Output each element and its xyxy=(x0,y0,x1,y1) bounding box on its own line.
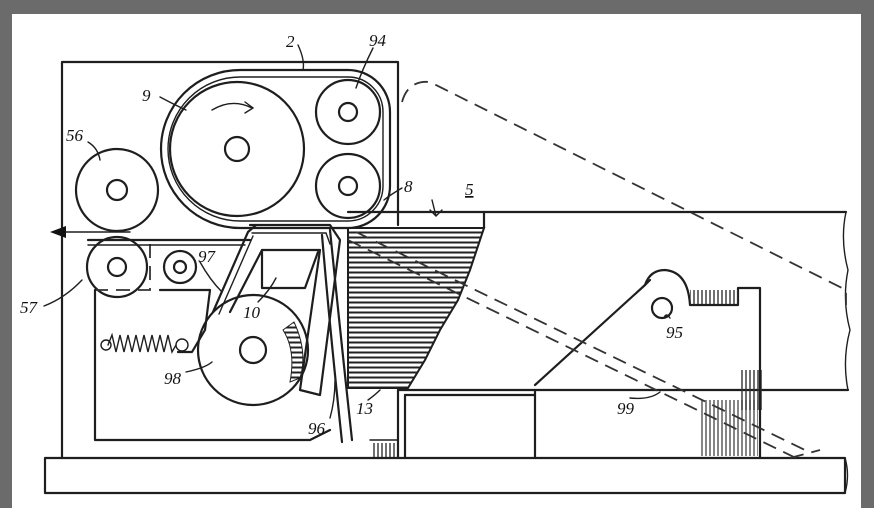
label-99: 99 xyxy=(617,399,635,418)
label-2: 2 xyxy=(286,32,295,51)
lever-bracket xyxy=(100,288,212,354)
small-roller xyxy=(162,249,198,285)
base-plate xyxy=(43,456,849,495)
pulley-8 xyxy=(314,152,382,220)
label-9: 9 xyxy=(142,86,151,105)
dashed-lid-outline xyxy=(347,80,847,461)
label-56: 56 xyxy=(66,126,84,145)
pivot-95 xyxy=(650,296,674,320)
drum-9 xyxy=(168,80,306,218)
guide-plate xyxy=(86,238,252,246)
output-arrow xyxy=(50,226,131,238)
roller-57 xyxy=(85,235,151,299)
roller-98 xyxy=(196,293,310,407)
machine-housing xyxy=(60,60,400,460)
pulley-94 xyxy=(314,78,382,146)
label-13: 13 xyxy=(356,399,373,418)
lifter-plate-99 xyxy=(533,268,762,460)
label-97: 97 xyxy=(198,247,217,266)
reference-labels: 2 94 9 56 8 5 97 57 10 95 98 99 13 96 xyxy=(20,31,683,438)
bin-10 xyxy=(211,223,342,397)
label-98: 98 xyxy=(164,369,182,388)
label-5: 5 xyxy=(465,180,474,199)
label-10: 10 xyxy=(243,303,261,322)
label-8: 8 xyxy=(404,177,413,196)
roller-56 xyxy=(74,147,160,233)
label-57: 57 xyxy=(20,298,39,317)
leader-lines xyxy=(43,44,671,419)
lower-housing xyxy=(93,288,332,442)
lower-box xyxy=(369,393,537,460)
label-96: 96 xyxy=(308,419,326,438)
label-95: 95 xyxy=(666,323,683,342)
belt-96 xyxy=(320,228,354,444)
sheet-stack-5 xyxy=(346,199,486,389)
tray-frame xyxy=(396,210,851,392)
label-94: 94 xyxy=(369,31,387,50)
